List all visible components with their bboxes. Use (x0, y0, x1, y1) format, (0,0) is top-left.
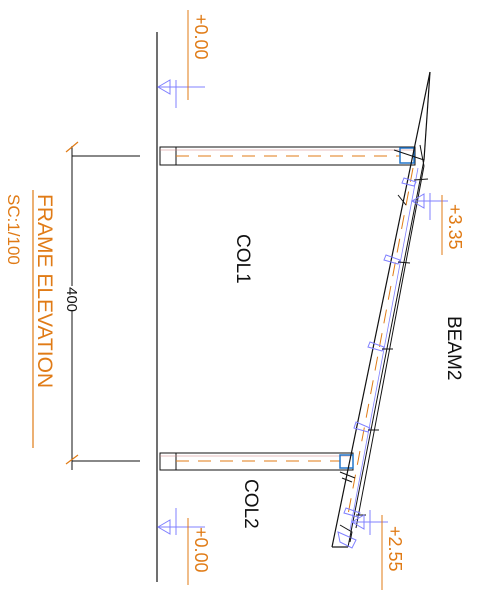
column-col2 (159, 452, 354, 471)
level-marker-bottom-right (351, 510, 388, 590)
level-label-bottom-right: +2.55 (385, 526, 405, 572)
member-label-beam2: BEAM2 (443, 316, 464, 380)
dimension-line (64, 141, 140, 470)
member-label-col2: COL2 (240, 479, 261, 529)
level-label-top-left: +0.00 (191, 14, 211, 60)
column-col1 (159, 146, 416, 166)
level-label-top-right: +3.35 (445, 204, 465, 250)
base-support (339, 471, 356, 543)
dimension-value: 400 (63, 287, 80, 312)
level-marker-top-left (157, 10, 205, 108)
level-marker-top-right (411, 193, 448, 255)
scale-label: SC:1/100 (4, 194, 23, 265)
level-marker-bottom-left (157, 508, 205, 585)
beam-brackets (337, 177, 429, 549)
frame-elevation-title: FRAME ELEVATION (33, 194, 56, 388)
connection-plate-col1 (399, 147, 415, 164)
connection-plate-col2 (339, 454, 354, 469)
member-label-col1: COL1 (232, 234, 253, 284)
level-label-bottom-left: +0.00 (191, 527, 211, 573)
beam-beam2 (331, 71, 431, 548)
